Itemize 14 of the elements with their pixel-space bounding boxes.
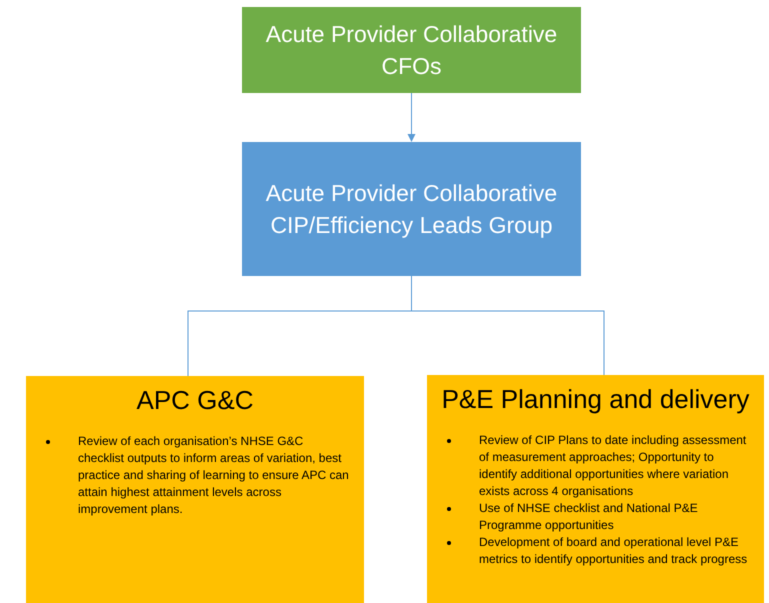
box-title: P&E Planning and delivery bbox=[442, 383, 750, 416]
box-title: Acute Provider Collaborative CFOs bbox=[264, 20, 558, 81]
arrow bbox=[408, 92, 416, 142]
bullet-text: Review of CIP Plans to date including assessment of measurement approaches; Opportunity to identify additional opportunities where variation exists across 4 organisations bbox=[479, 432, 748, 500]
bullet-text: Review of each organisation’s NHSE G&C checklist outputs to inform areas of variation, best practice and sharing of learning to ensure APC can attain highest attainment levels across improvement plans. bbox=[78, 432, 350, 518]
workstream-box bbox=[26, 376, 364, 603]
group-box bbox=[242, 7, 581, 93]
box-title: Acute Provider Collaborative CIP/Efficiency Leads Group bbox=[264, 179, 558, 240]
group-box bbox=[242, 142, 581, 276]
bullet-text: Use of NHSE checklist and National P&E Programme opportunities bbox=[479, 500, 699, 534]
workstream-box bbox=[427, 375, 764, 603]
bullet-text: Development of board and operational level P&E metrics to identify opportunities and track progress bbox=[479, 534, 748, 568]
box-title: APC G&C bbox=[136, 384, 254, 416]
connector-line bbox=[411, 276, 604, 376]
